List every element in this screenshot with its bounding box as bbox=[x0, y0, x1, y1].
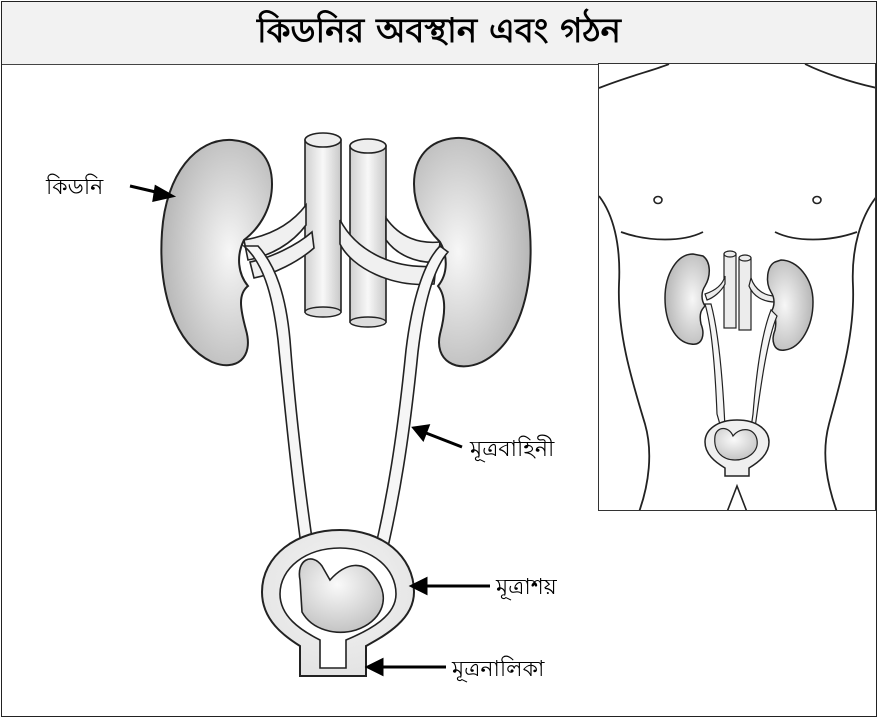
body-left-side bbox=[599, 195, 651, 510]
nipple-right bbox=[812, 195, 822, 205]
arrow-urethra bbox=[364, 657, 446, 677]
shoulder-line-left bbox=[599, 64, 670, 89]
right-kidney bbox=[412, 136, 532, 368]
arrow-kidney bbox=[129, 184, 177, 202]
mini-left-kidney bbox=[664, 253, 710, 345]
nipple-left bbox=[653, 195, 663, 205]
shoulder-line-right bbox=[804, 64, 875, 89]
chest-right bbox=[774, 231, 858, 241]
kidney-label: কিডনি bbox=[46, 175, 104, 200]
title-bar: কিডনির অবস্থান এবং গঠন bbox=[2, 2, 876, 65]
ureter-label: মূত্রবাহিনী bbox=[470, 437, 555, 462]
bladder bbox=[260, 528, 416, 677]
arrow-bladder bbox=[408, 576, 490, 596]
left-kidney bbox=[160, 138, 274, 367]
label-arrows bbox=[129, 184, 490, 677]
mini-vessels bbox=[704, 250, 776, 331]
chest-left bbox=[620, 231, 704, 241]
body-outline-figure bbox=[599, 64, 875, 510]
great-vessels bbox=[304, 132, 387, 328]
body-location-inset bbox=[598, 63, 876, 511]
urethra-label: মূত্রনালিকা bbox=[452, 657, 545, 682]
page-title: কিডনির অবস্থান এবং গঠন bbox=[257, 10, 621, 51]
legs-divide bbox=[726, 483, 748, 510]
mini-right-kidney bbox=[766, 259, 814, 351]
body-right-side bbox=[824, 197, 875, 510]
bladder-label: মূত্রাশয় bbox=[496, 575, 557, 600]
arrow-ureter bbox=[411, 424, 463, 449]
